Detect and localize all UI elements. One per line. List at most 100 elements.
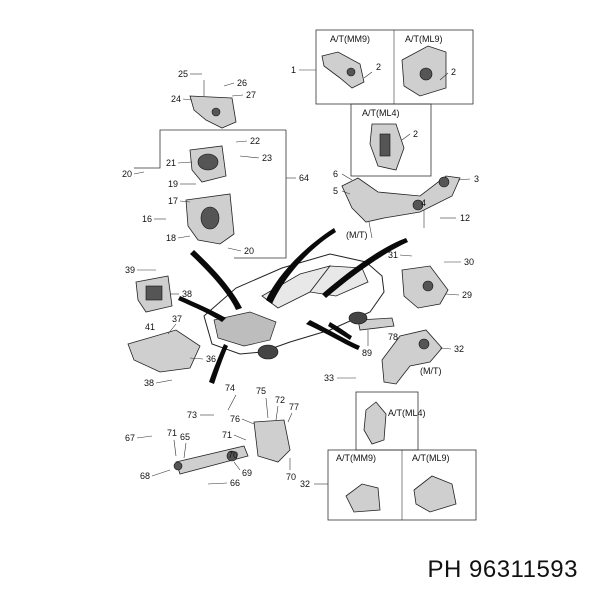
right-bracket-assembly: 31 30 29 bbox=[388, 250, 474, 309]
arrow-to-upper-box bbox=[266, 228, 336, 304]
rod-bush-65 bbox=[173, 461, 183, 471]
bracket-41-pad bbox=[145, 285, 163, 301]
callout-89: 89 bbox=[362, 348, 372, 358]
rod-bush-69 bbox=[226, 450, 238, 462]
callout-71-right: 71 bbox=[222, 430, 232, 440]
ml4-bottom-bracket bbox=[363, 401, 387, 445]
callout-22: 22 bbox=[250, 136, 260, 146]
callout-66: 66 bbox=[230, 478, 240, 488]
callout-67: 67 bbox=[125, 433, 135, 443]
ml9-mount-bush bbox=[419, 67, 433, 81]
callout-3: 3 bbox=[474, 174, 479, 184]
callout-69: 69 bbox=[242, 468, 252, 478]
callout-70-right: 70 bbox=[286, 472, 296, 482]
variant-label-at-ml9-bottom: A/T(ML9) bbox=[412, 453, 450, 463]
bracket-72 bbox=[253, 419, 291, 463]
callout-32-upper: 32 bbox=[454, 344, 464, 354]
callout-65: 65 bbox=[180, 432, 190, 442]
arrow-to-lower-right bbox=[306, 320, 360, 350]
callout-20-lower: 20 bbox=[244, 246, 254, 256]
transmission-mount-bracket bbox=[341, 175, 461, 223]
mount-32-bush bbox=[418, 338, 430, 350]
crossmember-37 bbox=[127, 329, 201, 373]
part-number-label: PH 96311593 bbox=[427, 556, 578, 583]
callout-70-center: 70 bbox=[228, 450, 238, 460]
label-mt-center: (M/T) bbox=[346, 230, 368, 240]
callout-24: 24 bbox=[171, 94, 181, 104]
left-mount-box: 64 22 23 21 20 19 17 16 18 20 bbox=[122, 129, 309, 259]
callout-74: 74 bbox=[225, 383, 235, 393]
pointer-arrows bbox=[178, 228, 408, 384]
callout-2-mm9: 2 bbox=[376, 62, 381, 72]
mount-21-insulator bbox=[197, 153, 219, 171]
car-rear-wheel bbox=[348, 311, 368, 325]
callout-33: 33 bbox=[324, 373, 334, 383]
callout-77: 77 bbox=[289, 402, 299, 412]
arrow-to-left-box bbox=[190, 250, 242, 310]
callout-1: 1 bbox=[291, 65, 296, 75]
rear-mount-assembly: 6 5 3 4 12 (M/T) bbox=[333, 169, 479, 240]
lower-linkage: 74 75 72 77 73 76 67 71 65 71 70 69 68 6… bbox=[125, 383, 299, 488]
callout-4: 4 bbox=[421, 198, 426, 208]
variant-label-at-ml4-top: A/T(ML4) bbox=[362, 108, 400, 118]
callout-29: 29 bbox=[462, 290, 472, 300]
callout-41: 41 bbox=[145, 322, 155, 332]
mount-bolt-hole bbox=[412, 199, 424, 211]
callout-2-ml9: 2 bbox=[451, 67, 456, 77]
callout-73: 73 bbox=[187, 410, 197, 420]
callout-71-left: 71 bbox=[167, 428, 177, 438]
mount-bush-3 bbox=[438, 176, 450, 188]
callout-38-lower: 38 bbox=[144, 378, 154, 388]
callout-37: 37 bbox=[172, 314, 182, 324]
mm9-bottom-bracket bbox=[345, 483, 381, 513]
callout-20-upper: 20 bbox=[122, 169, 132, 179]
callout-26: 26 bbox=[237, 78, 247, 88]
variant-label-at-ml9-top: A/T(ML9) bbox=[405, 34, 443, 44]
mt-lower-mount: 78 89 32 33 (M/T) bbox=[324, 317, 464, 385]
callout-19: 19 bbox=[168, 179, 178, 189]
callout-31: 31 bbox=[388, 250, 398, 260]
callout-38-upper: 38 bbox=[182, 289, 192, 299]
car-engine-bay bbox=[213, 311, 277, 347]
callout-32-lower: 32 bbox=[300, 479, 310, 489]
callout-12: 12 bbox=[460, 213, 470, 223]
callout-78: 78 bbox=[388, 332, 398, 342]
callout-25: 25 bbox=[178, 69, 188, 79]
callout-18: 18 bbox=[166, 233, 176, 243]
mm9-mount-bracket bbox=[321, 51, 365, 89]
callout-21: 21 bbox=[166, 158, 176, 168]
callout-76: 76 bbox=[230, 414, 240, 424]
link-78 bbox=[357, 317, 395, 331]
arrow-to-left-parts bbox=[178, 296, 226, 322]
callout-6: 6 bbox=[333, 169, 338, 179]
bracket-29-bush bbox=[422, 280, 434, 292]
variant-label-at-mm9-bottom: A/T(MM9) bbox=[336, 453, 376, 463]
variant-label-at-mm9-top: A/T(MM9) bbox=[330, 34, 370, 44]
arrow-to-lower-left bbox=[209, 344, 228, 384]
callout-64: 64 bbox=[299, 173, 309, 183]
bracket-17-bush bbox=[200, 206, 220, 230]
arrow-to-rear-mount bbox=[322, 238, 408, 298]
callout-75: 75 bbox=[256, 386, 266, 396]
callout-72: 72 bbox=[275, 395, 285, 405]
callout-68: 68 bbox=[140, 471, 150, 481]
callout-17: 17 bbox=[168, 196, 178, 206]
ml4-mount-insulator bbox=[379, 133, 391, 157]
arrow-to-bottom-right bbox=[328, 322, 352, 340]
callout-27: 27 bbox=[246, 90, 256, 100]
callout-16: 16 bbox=[142, 214, 152, 224]
variant-label-at-ml4-bottom: A/T(ML4) bbox=[388, 408, 426, 418]
left-side-parts: 39 38 41 37 36 38 bbox=[125, 265, 216, 388]
bottom-variant-boxes: A/T(ML4) A/T(MM9) A/T(ML9) 32 bbox=[300, 391, 477, 521]
mm9-mount-bush bbox=[346, 67, 356, 77]
ml9-bottom-bracket bbox=[413, 475, 457, 513]
callout-36: 36 bbox=[206, 354, 216, 364]
car-illustration bbox=[203, 253, 385, 360]
callout-39: 39 bbox=[125, 265, 135, 275]
callout-2-ml4: 2 bbox=[413, 129, 418, 139]
callout-30: 30 bbox=[464, 257, 474, 267]
upper-left-mount: 25 26 27 24 bbox=[171, 69, 256, 129]
mount-24-bush bbox=[211, 107, 221, 117]
callout-23: 23 bbox=[262, 153, 272, 163]
